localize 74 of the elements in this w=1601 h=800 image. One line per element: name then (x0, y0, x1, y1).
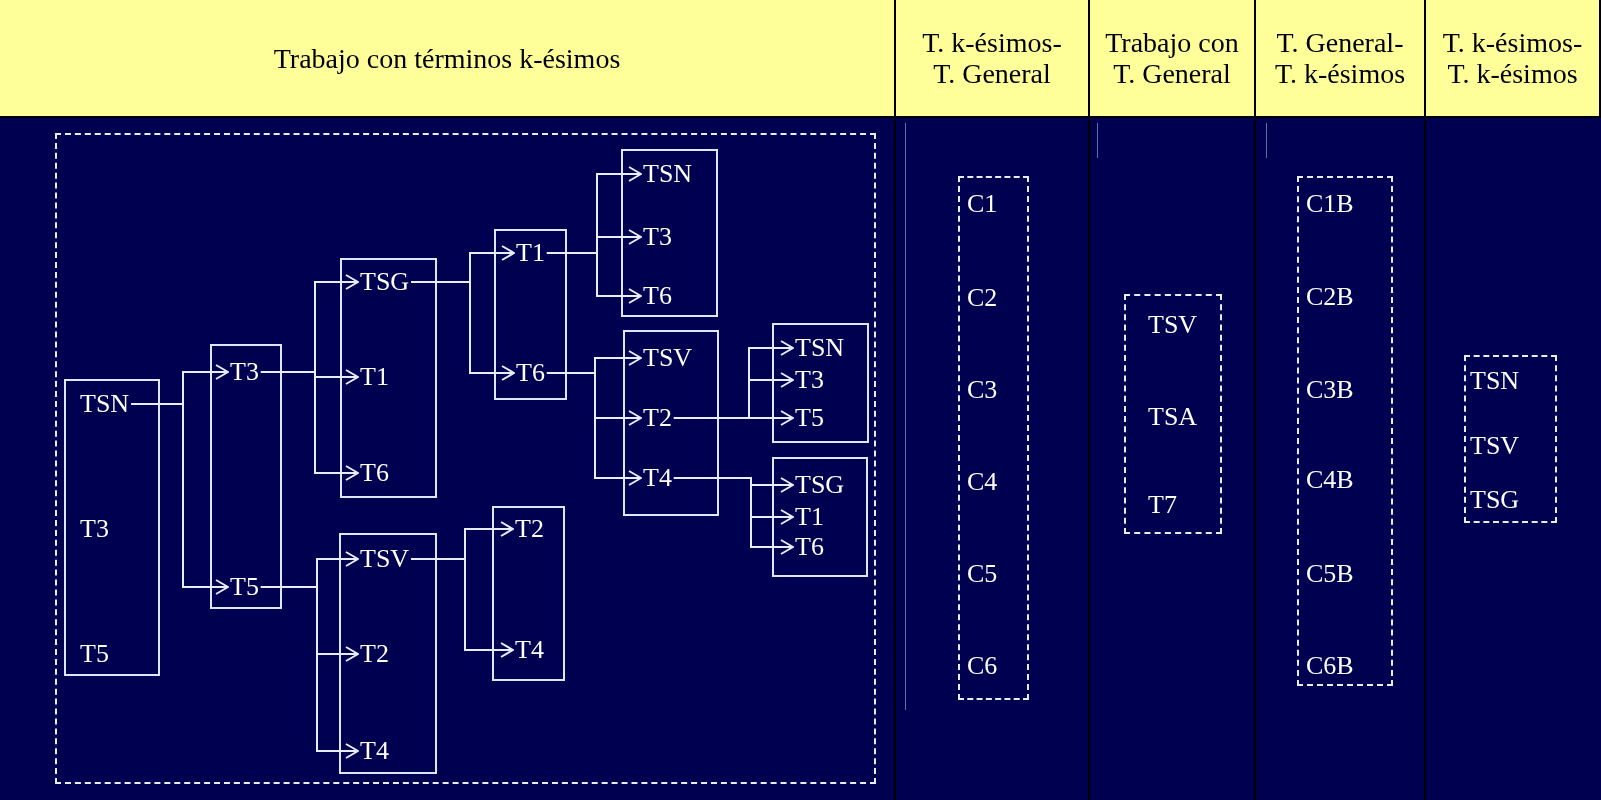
term-label: T2 (641, 405, 674, 431)
term-label: C3 (967, 377, 998, 403)
term-label: T7 (1148, 492, 1177, 518)
term-label: T1 (358, 364, 391, 390)
dashed-group-box (1124, 294, 1222, 534)
dashed-group-box (1464, 355, 1557, 523)
group-box (621, 149, 718, 317)
term-label: T4 (358, 738, 391, 764)
term-label: C4 (967, 469, 998, 495)
term-label: T4 (513, 637, 546, 663)
group-box (772, 323, 869, 443)
term-label: T6 (641, 283, 674, 309)
arrow (410, 558, 514, 658)
term-label: TSV (358, 546, 412, 572)
arrow (410, 281, 515, 381)
term-label: C3B (1306, 377, 1354, 403)
term-label: T3 (228, 359, 261, 385)
term-label: T2 (513, 516, 546, 542)
term-label: T6 (358, 460, 391, 486)
term-label: T3 (641, 224, 674, 250)
group-box (339, 533, 437, 774)
term-label: C5 (967, 561, 998, 587)
group-box (494, 229, 567, 400)
term-label: TSA (1148, 404, 1198, 430)
term-label: TSV (1470, 433, 1520, 459)
term-label: T1 (793, 504, 826, 530)
term-label: TSN (78, 391, 132, 417)
group-box (64, 379, 160, 676)
term-label: TSN (1470, 368, 1520, 394)
group-box (772, 457, 868, 577)
term-label: C2B (1306, 284, 1354, 310)
term-label: C1B (1306, 191, 1354, 217)
term-label: T3 (78, 516, 111, 542)
column-header: T. General- T. k-ésimos (1256, 0, 1426, 118)
group-box (340, 258, 437, 498)
column-header: T. k-ésimos- T. General (896, 0, 1090, 118)
term-label: TSV (1148, 312, 1198, 338)
term-label: C6 (967, 653, 998, 679)
arrow (259, 371, 359, 481)
term-label: C2 (967, 285, 998, 311)
column-header: T. k-ésimos- T. k-ésimos (1426, 0, 1601, 118)
term-label: C4B (1306, 467, 1354, 493)
arrow (672, 410, 794, 426)
term-label: T5 (78, 641, 111, 667)
term-label: T4 (641, 465, 674, 491)
term-label: TSN (793, 335, 847, 361)
term-label: C5B (1306, 561, 1354, 587)
arrow (545, 252, 642, 304)
group-box (623, 330, 719, 516)
term-label: TSG (1470, 487, 1520, 513)
term-label: TSN (641, 161, 695, 187)
group-box (210, 344, 282, 609)
term-label: T6 (514, 360, 547, 386)
term-label: T5 (228, 574, 261, 600)
group-box (492, 506, 565, 681)
arrow (545, 372, 642, 486)
term-label: TSG (358, 269, 412, 295)
arrow (672, 477, 794, 555)
term-label: TSG (793, 472, 847, 498)
term-label: T6 (793, 534, 826, 560)
term-label: T1 (514, 240, 547, 266)
dashed-group-box (55, 133, 876, 784)
arrow (130, 403, 229, 595)
term-label: T2 (358, 641, 391, 667)
column-header: Trabajo con términos k-ésimos (0, 0, 896, 118)
term-label: TSV (641, 345, 695, 371)
term-label: C1 (967, 191, 998, 217)
dashed-group-box (958, 176, 1029, 700)
dashed-group-box (1297, 176, 1393, 686)
term-label: T3 (793, 367, 826, 393)
arrow (259, 586, 359, 759)
term-label: T5 (793, 405, 826, 431)
column-header: Trabajo con T. General (1090, 0, 1256, 118)
term-label: C6B (1306, 653, 1354, 679)
